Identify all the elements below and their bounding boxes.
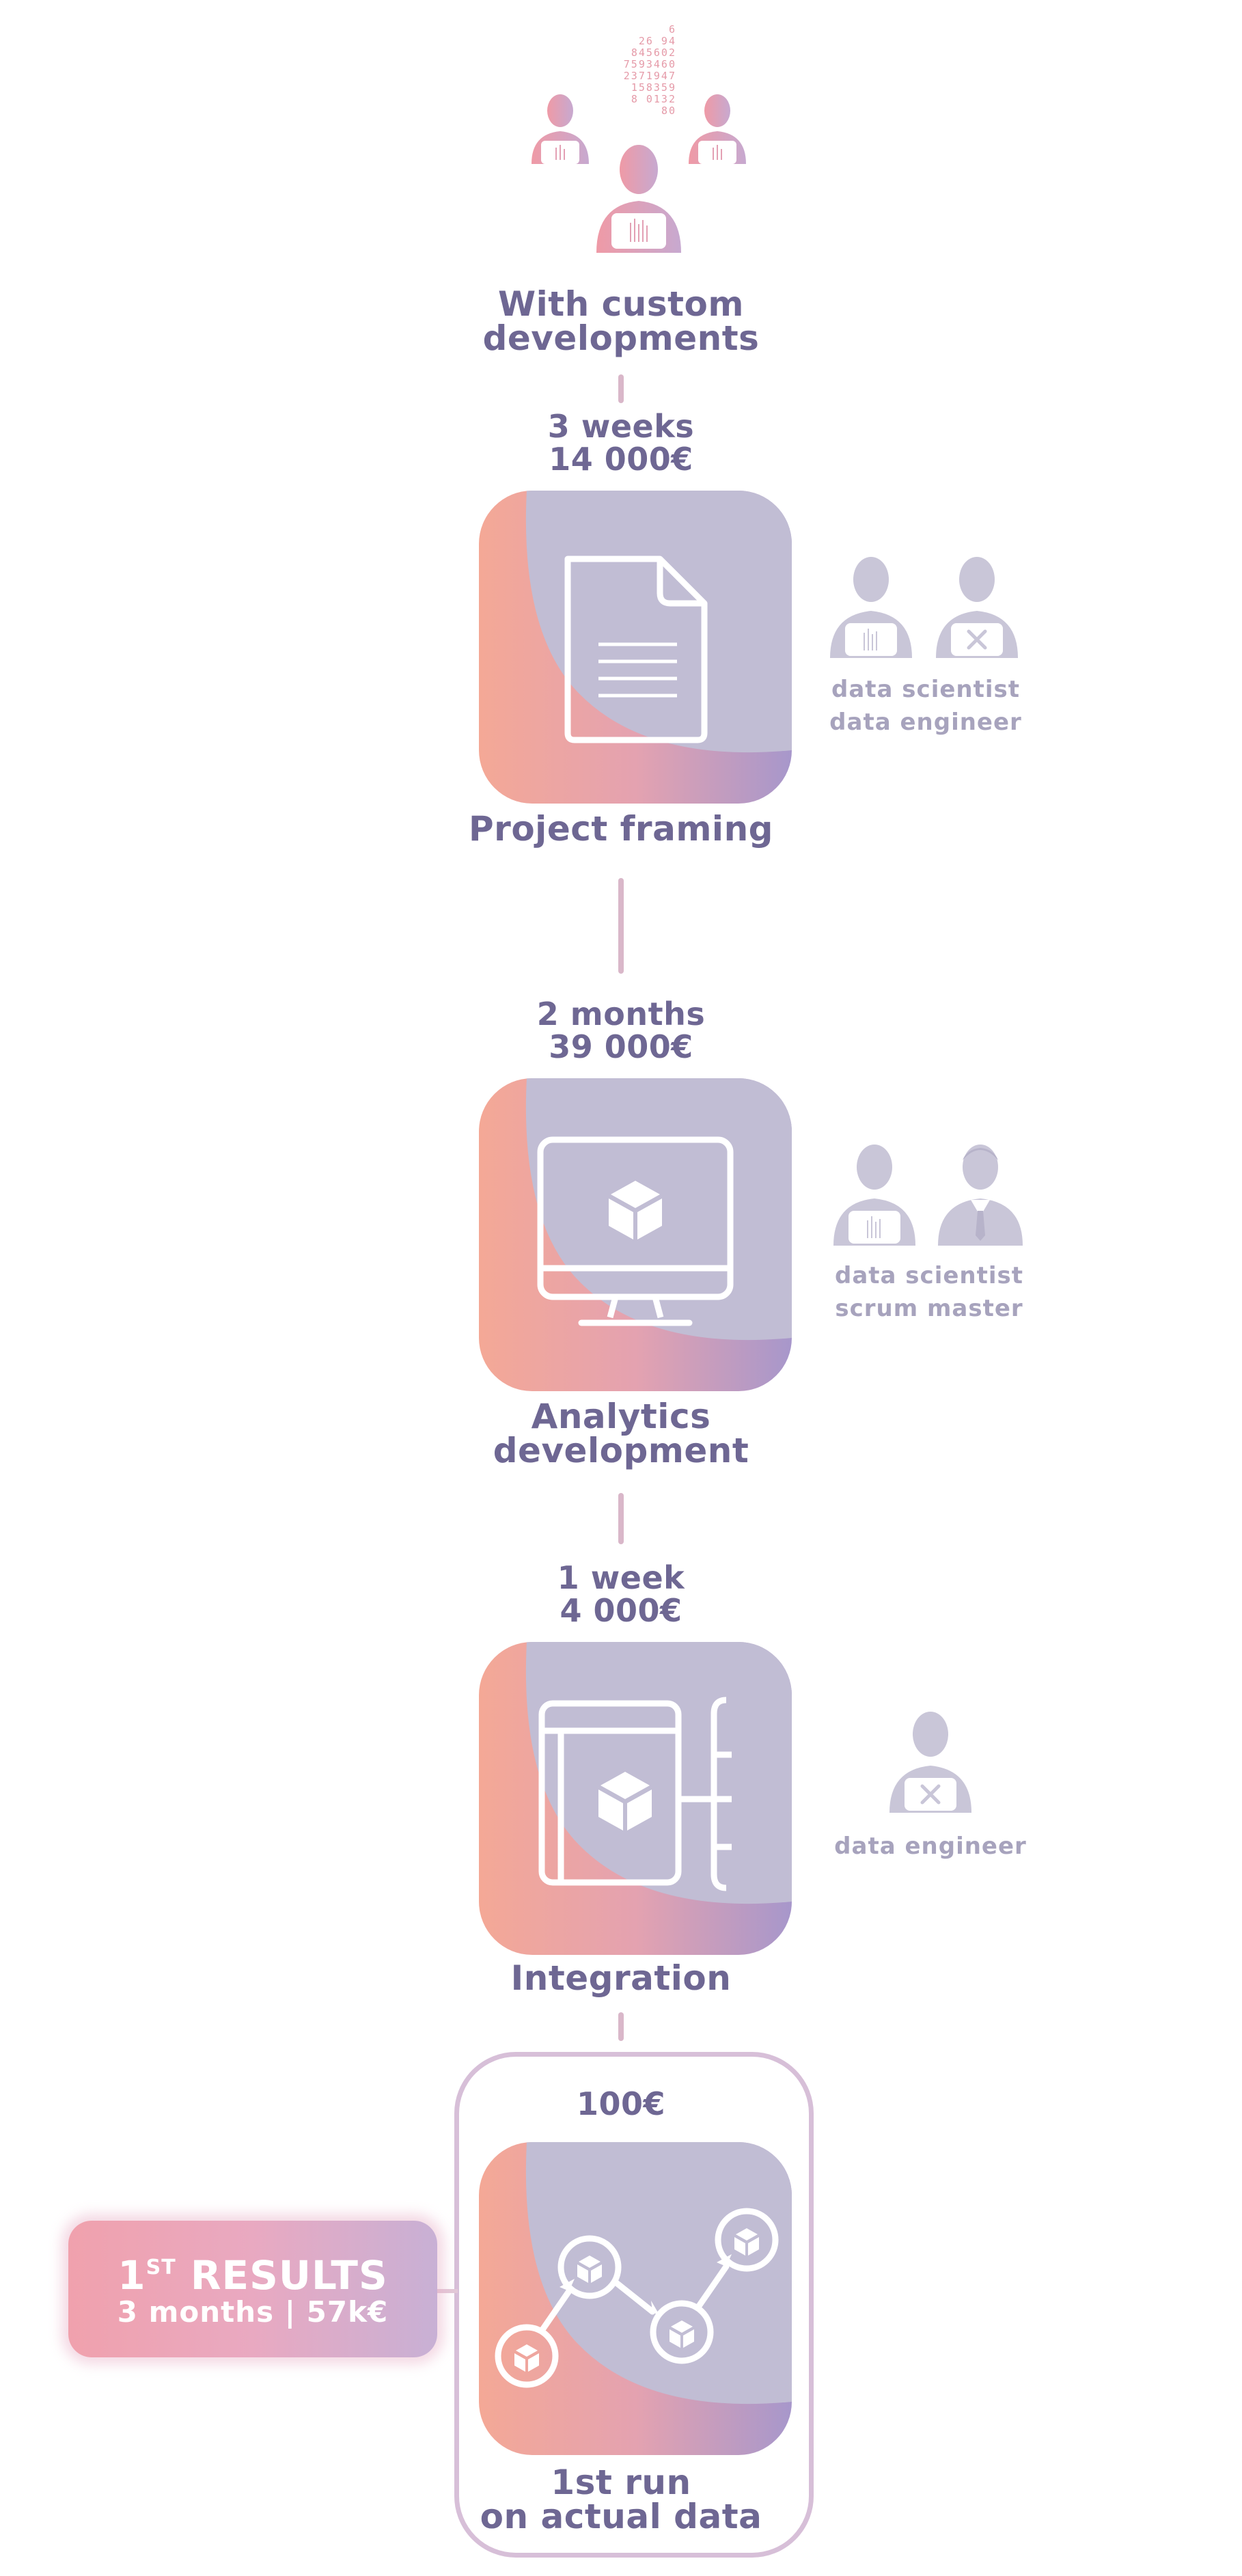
run-frame <box>454 2052 814 2558</box>
monitor-icon <box>537 1136 734 1326</box>
digits-row: 26 94 <box>638 35 676 47</box>
data-engineer-icon <box>936 557 1018 658</box>
step3-duration: 1 week <box>557 1559 685 1596</box>
connector-line <box>618 878 624 974</box>
step1-label: Project framing <box>469 809 773 849</box>
connector-line <box>618 1493 624 1544</box>
first-results-badge: 1ST RESULTS 3 months | 57k€ <box>68 2221 437 2357</box>
scrum-master-icon <box>938 1145 1023 1246</box>
step1-tile <box>479 491 792 804</box>
digits-row: 158359 <box>631 81 676 94</box>
role-label: scrum master <box>835 1295 1023 1322</box>
header-title-line2: developments <box>482 318 760 358</box>
run-label-line1: 1st run <box>551 2463 691 2502</box>
results-connector <box>437 2289 458 2293</box>
header-developers-illustration: 6 26 94 845602 7593460 2371947 158359 8 … <box>526 24 751 270</box>
developer-left-icon <box>532 94 589 164</box>
integration-icon <box>538 1697 732 1891</box>
role-label: data engineer <box>834 1833 1027 1860</box>
connector-line <box>618 374 624 403</box>
run-tile <box>479 2142 792 2455</box>
step3-label: Integration <box>510 1958 732 1998</box>
run-chart-icon <box>495 2208 779 2388</box>
connector-line <box>618 2012 624 2041</box>
step2-duration: 2 months <box>536 996 706 1032</box>
results-title-text: RESULTS <box>176 2252 388 2299</box>
run-cost: 100€ <box>576 2085 666 2122</box>
step2-tile <box>479 1078 792 1391</box>
header-title-line1: With custom <box>497 284 745 324</box>
results-title-suffix: ST <box>146 2256 176 2279</box>
role-label: data scientist <box>831 676 1021 703</box>
results-title-number: 1 <box>118 2252 146 2299</box>
digits-row: 7593460 <box>623 58 676 70</box>
results-title: 1ST RESULTS <box>68 2247 437 2297</box>
developer-center-icon <box>596 145 681 253</box>
step1-duration: 3 weeks <box>547 408 695 445</box>
document-icon <box>564 556 708 743</box>
step2-label-line1: Analytics <box>531 1397 711 1436</box>
step3-cost: 4 000€ <box>560 1592 682 1629</box>
developer-right-icon <box>689 94 746 164</box>
digits-cloud: 6 26 94 845602 7593460 2371947 158359 8 … <box>601 24 676 117</box>
digits-row: 80 <box>661 105 676 117</box>
cube-icon <box>598 1772 652 1831</box>
step3-tile <box>479 1642 792 1955</box>
run-label-line2: on actual data <box>480 2497 762 2536</box>
step1-cost: 14 000€ <box>549 441 693 478</box>
digits-row: 845602 <box>631 46 676 59</box>
data-scientist-icon <box>833 1145 915 1246</box>
role-label: data scientist <box>834 1262 1024 1289</box>
cube-icon <box>609 1181 662 1239</box>
digits-row: 6 <box>668 23 676 36</box>
digits-row: 8 0132 <box>631 93 676 105</box>
digits-row: 2371947 <box>623 70 676 82</box>
role-label: data engineer <box>829 709 1022 736</box>
results-subtitle: 3 months | 57k€ <box>117 2295 389 2329</box>
step2-cost: 39 000€ <box>549 1028 693 1065</box>
data-scientist-icon <box>830 557 912 658</box>
step2-label-line2: development <box>493 1431 749 1470</box>
data-engineer-icon <box>889 1712 971 1813</box>
